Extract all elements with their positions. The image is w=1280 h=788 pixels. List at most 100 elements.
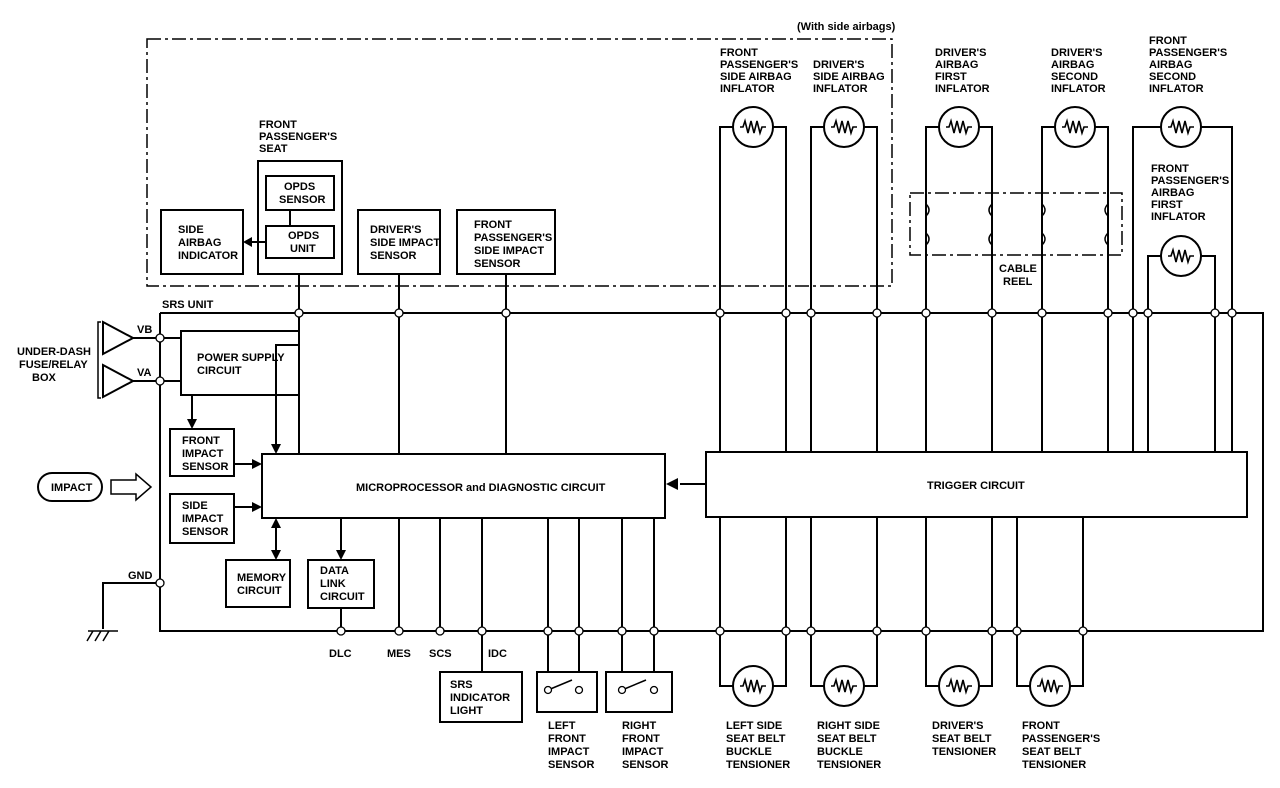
srs-indicator-light-box [439, 671, 523, 723]
ps-micro-arrow [271, 444, 281, 454]
d-first-inflator-wire-a [925, 126, 940, 452]
opds-sensor-box [265, 175, 335, 211]
gnd-label: GND [128, 570, 153, 582]
fp-side-airbag-inflator-icon [732, 106, 774, 148]
d-tensioner-wire-a [925, 517, 940, 687]
vb-label: VB [137, 324, 152, 336]
idc-label: IDC [488, 648, 507, 660]
right-front-impact-sensor-label: RIGHT FRONT IMPACT SENSOR [622, 720, 669, 771]
rs-tensioner-wire-a [810, 517, 825, 687]
under-dash-label: UNDER-DASH FUSE/RELAY BOX [17, 346, 94, 384]
fp-seat-belt-tensioner-icon [1029, 665, 1071, 707]
d-seat-belt-tensioner-icon [938, 665, 980, 707]
front-passenger-side-impact-sensor-label: FRONT PASSENGER'S SIDE IMPACT SENSOR [474, 219, 555, 270]
fp-second-inflator-label: FRONT PASSENGER'S AIRBAG SECOND INFLATOR [1149, 35, 1230, 95]
d-second-inflator-label: DRIVER'S AIRBAG SECOND INFLATOR [1051, 47, 1106, 95]
trigger-circuit-box [705, 451, 1248, 518]
ps-arrow [187, 419, 197, 429]
lf-switch-blade [547, 679, 573, 691]
cable-reel-contacts [925, 203, 1109, 246]
d-side-inflator-wire-b [863, 126, 878, 452]
fp-side-inflator-wire-b [772, 126, 787, 452]
memory-circuit-label: MEMORY CIRCUIT [237, 572, 289, 597]
d-first-inflator-wire-b [978, 126, 993, 452]
side-airbag-indicator-box [160, 209, 244, 275]
memory-arrow-up [271, 518, 281, 528]
drivers-side-impact-sensor-label: DRIVER'S SIDE IMPACT SENSOR [370, 224, 443, 262]
fp-seat-belt-tensioner-label: FRONT PASSENGER'S SEAT BELT TENSIONER [1022, 720, 1103, 771]
trigger-arrow [666, 478, 678, 490]
fp-second-inflator-wire-a [1132, 126, 1161, 452]
data-link-circuit-box [307, 559, 375, 609]
side-impact-sensor-box [169, 493, 235, 544]
datalink-arrow [336, 550, 346, 560]
front-impact-sensor-label: FRONT IMPACT SENSOR [182, 435, 229, 473]
side-impact-arrow [252, 502, 262, 512]
fp-first-inflator-icon [1160, 235, 1202, 277]
ls-tensioner-wire-b [772, 517, 787, 687]
opds-unit-label: OPDS UNIT [288, 230, 322, 255]
opds-sensor-label: OPDS SENSOR [279, 181, 326, 206]
fuse-box-bracket [97, 321, 101, 399]
d-tensioner-wire-b [978, 517, 993, 687]
fp-first-inflator-wire-a [1147, 255, 1163, 452]
side-airbag-indicator-label: SIDE AIRBAG INDICATOR [178, 224, 238, 262]
gnd-wire [102, 582, 160, 629]
front-impact-sensor-box [169, 428, 235, 477]
fp-tensioner-wire-b [1069, 517, 1084, 687]
indicator-arrow [243, 237, 252, 247]
lf-switch-contact-a [543, 685, 553, 695]
connector-nodes [155, 308, 1237, 636]
power-supply-circuit-label: POWER SUPPLY CIRCUIT [197, 352, 287, 377]
srs-indicator-light-label: SRS INDICATOR LIGHT [450, 679, 513, 717]
fp-side-airbag-inflator-label: FRONT PASSENGER'S SIDE AIRBAG INFLATOR [720, 47, 801, 95]
mes-label: MES [387, 648, 411, 660]
fp-tensioner-wire-a [1016, 517, 1031, 687]
va-fuse-symbol [102, 363, 136, 399]
rf-switch-blade [621, 679, 647, 691]
cable-reel-label: CABLE REEL [999, 263, 1040, 288]
d-seat-belt-tensioner-label: DRIVER'S SEAT BELT TENSIONER [932, 720, 996, 758]
microprocessor-label: MICROPROCESSOR and DIAGNOSTIC CIRCUIT [356, 482, 606, 494]
power-supply-circuit-box [180, 330, 300, 396]
ps-to-micro [275, 344, 299, 446]
data-link-circuit-label: DATA LINK CIRCUIT [320, 565, 365, 603]
rs-tensioner-wire-b [863, 517, 878, 687]
ls-buckle-tensioner-icon [732, 665, 774, 707]
vb-fuse-symbol [102, 320, 136, 356]
front-passenger-side-impact-sensor-box [456, 209, 556, 275]
d-side-airbag-inflator-icon [823, 106, 865, 148]
front-impact-arrow [252, 459, 262, 469]
ground-symbol [86, 630, 118, 642]
ls-tensioner-wire-a [719, 517, 734, 687]
rf-switch-contact-b [649, 685, 659, 695]
srs-unit-outline [159, 312, 1264, 632]
trigger-circuit-label: TRIGGER CIRCUIT [927, 480, 1025, 492]
front-passenger-seat-label: FRONT PASSENGER'S SEAT [259, 119, 340, 155]
side-airbag-region [146, 38, 893, 287]
d-first-inflator-icon [938, 106, 980, 148]
drivers-side-impact-sensor-box [357, 209, 441, 275]
d-second-inflator-wire-a [1041, 126, 1056, 452]
scs-label: SCS [429, 648, 452, 660]
impact-arrow [110, 472, 153, 502]
rs-buckle-tensioner-icon [823, 665, 865, 707]
d-first-inflator-label: DRIVER'S AIRBAG FIRST INFLATOR [935, 47, 990, 95]
va-label: VA [137, 367, 152, 379]
d-second-inflator-wire-b [1094, 126, 1109, 452]
d-second-inflator-icon [1054, 106, 1096, 148]
with-side-airbags-label: (With side airbags) [797, 21, 896, 33]
impact-label: IMPACT [51, 482, 93, 494]
right-front-impact-sensor-box [605, 671, 673, 713]
rs-buckle-tensioner-label: RIGHT SIDE SEAT BELT BUCKLE TENSIONER [817, 720, 883, 771]
dlc-label: DLC [329, 648, 352, 660]
d-side-inflator-wire-a [810, 126, 825, 452]
fp-second-inflator-icon [1160, 106, 1202, 148]
srs-unit-label: SRS UNIT [162, 299, 214, 311]
memory-arrow-down [271, 550, 281, 560]
memory-circuit-box [225, 559, 291, 608]
rf-switch-contact-a [617, 685, 627, 695]
d-side-airbag-inflator-label: DRIVER'S SIDE AIRBAG INFLATOR [813, 59, 888, 95]
ls-buckle-tensioner-label: LEFT SIDE SEAT BELT BUCKLE TENSIONER [726, 720, 790, 771]
